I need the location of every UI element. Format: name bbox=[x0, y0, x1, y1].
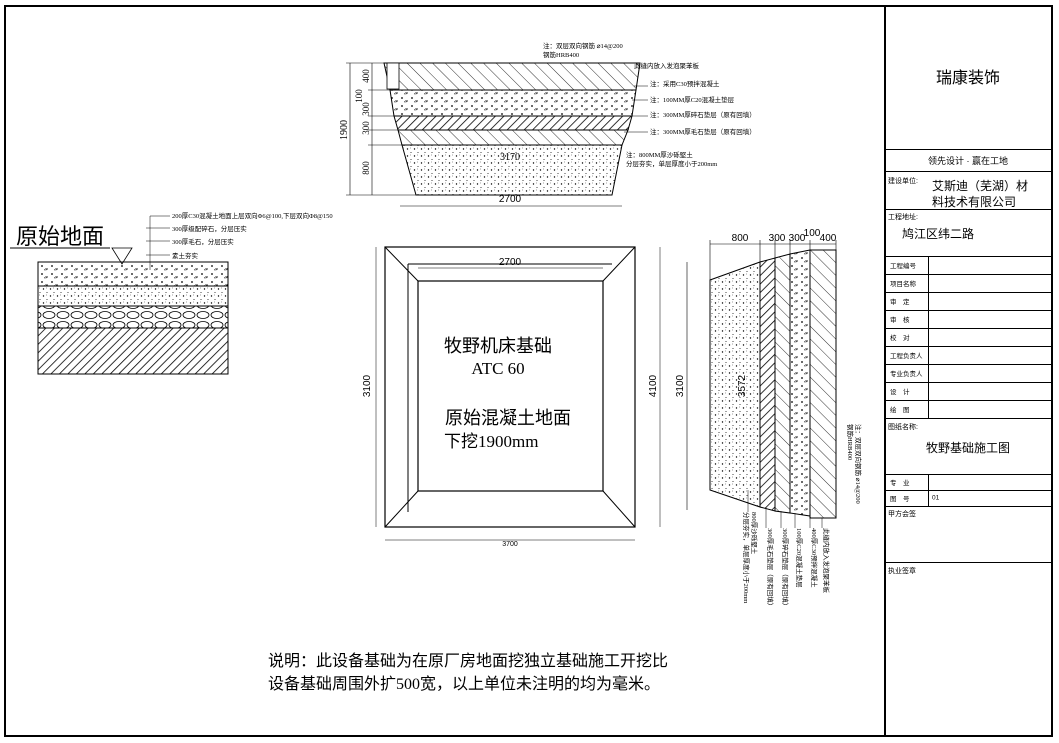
top-dim-2: 100 bbox=[354, 89, 364, 103]
drawing-name: 牧野基础施工图 bbox=[925, 441, 1010, 455]
top-width: 2700 bbox=[499, 194, 522, 205]
row-7: 设 计 bbox=[884, 382, 1052, 401]
top-note-8: 分层夯实，单层厚度小于200mm bbox=[626, 159, 717, 168]
side-note-4: 100厚C20混凝土垫层 bbox=[795, 528, 804, 588]
og-note-2: 300厚毛石，分层压实 bbox=[172, 237, 234, 246]
sheet-border bbox=[4, 5, 1053, 737]
row-6: 专业负责人 bbox=[884, 364, 1052, 383]
company-name: 瑞康装饰 bbox=[935, 70, 1000, 87]
og-note-3: 素土夯实 bbox=[172, 251, 199, 260]
top-dim-3: 300 bbox=[361, 102, 371, 116]
og-note-1: 300厚级配碎石，分层压实 bbox=[172, 224, 247, 233]
client-name-2: 料技术有限公司 bbox=[932, 195, 1017, 209]
side-dim-1: 300 bbox=[769, 233, 786, 244]
top-note-0: 注：双层双向钢筋 ⌀14@200 bbox=[543, 41, 623, 50]
description-line-2: 设备基础周围外扩500宽，以上单位未注明的均为毫米。 bbox=[268, 674, 660, 693]
side-note-3: 300厚碎石垫层（原有回填） bbox=[781, 528, 790, 609]
plan-left-height: 3100 bbox=[362, 374, 373, 397]
row-5: 工程负责人 bbox=[884, 346, 1052, 365]
plan-outer-width: 3700 bbox=[502, 541, 518, 548]
party-a-sign: 甲方会签 bbox=[888, 511, 916, 518]
side-dim-3: 100 bbox=[804, 228, 821, 239]
plan-label-2: ATC 60 bbox=[471, 359, 524, 378]
description-line-1: 说明：此设备基础为在原厂房地面挖独立基础施工开挖比 bbox=[268, 652, 668, 670]
client-cell: 建设单位: 艾斯迪（芜湖）材 料技术有限公司 bbox=[884, 171, 1052, 210]
top-note-2: 此缝内放入发泡聚苯板 bbox=[634, 61, 700, 70]
top-note-6: 注：300MM厚毛石垫层（原有回填） bbox=[650, 127, 756, 136]
side-note-0: 800厚沙砾堅土 bbox=[750, 512, 759, 555]
client-label: 建设单位: bbox=[888, 178, 918, 185]
row-4: 校 对 bbox=[884, 328, 1052, 347]
side-note-1: 分层夯实，单层厚度小于200mm bbox=[742, 512, 751, 603]
top-dim-5: 800 bbox=[361, 161, 371, 175]
side-section: 800 300 300 100 400 3100 3572 800厚沙砾堅土 分… bbox=[675, 228, 863, 609]
top-bottom-width: 3170 bbox=[500, 152, 520, 163]
plan-view: 2700 3700 3100 4100 牧野机床基础 ATC 60 原始混凝土地… bbox=[362, 246, 661, 548]
client-name-1: 艾斯迪（芜湖）材 bbox=[932, 179, 1029, 193]
top-note-3: 注：采用C30预拌混凝土 bbox=[650, 79, 720, 88]
drawing-name-cell: 图纸名称: 牧野基础施工图 bbox=[884, 418, 1052, 475]
side-note-2: 300厚毛石垫层（原有回填） bbox=[766, 528, 775, 609]
company-cell: 瑞康装饰 bbox=[884, 6, 1052, 150]
top-note-7: 注：800MM厚沙砾堅土 bbox=[626, 150, 693, 159]
side-note-7: 注：双层双向钢筋 ⌀14@200 bbox=[854, 424, 863, 504]
specialty-row: 专 业 bbox=[884, 474, 1052, 491]
original-ground-title: 原始地面 bbox=[16, 224, 104, 249]
side-dim-4: 400 bbox=[820, 233, 837, 244]
top-note-1: 钢筋HRB400 bbox=[543, 50, 579, 59]
plan-label-4: 下挖1900mm bbox=[444, 432, 538, 451]
top-total-depth: 1900 bbox=[339, 120, 350, 140]
side-dim-0: 800 bbox=[732, 233, 749, 244]
drawing-name-label: 图纸名称: bbox=[888, 424, 918, 431]
top-dim-4: 300 bbox=[361, 121, 371, 135]
row-3: 审 核 bbox=[884, 310, 1052, 329]
plan-outer-height: 4100 bbox=[648, 374, 659, 397]
address-label: 工程地址: bbox=[888, 214, 918, 221]
side-note-8: 钢筋HRB400 bbox=[846, 424, 855, 460]
address: 鸠江区纬二路 bbox=[902, 227, 975, 241]
practice-sign: 执业签章 bbox=[888, 568, 916, 575]
plan-inner-width: 2700 bbox=[499, 257, 522, 268]
side-note-6: 此缝内放入发泡聚苯板 bbox=[822, 528, 831, 594]
slogan-cell: 领先设计 · 赢在工地 bbox=[884, 149, 1052, 172]
top-dim-1: 400 bbox=[361, 69, 371, 83]
side-note-5: 400厚C30预拌混凝土 bbox=[810, 528, 819, 588]
drawing-no-row: 图 号 01 bbox=[884, 490, 1052, 507]
original-ground-section: 原始地面 200厚C30混凝土地面上层双向Φ6@100,下层双向Φ8@150 3… bbox=[10, 211, 333, 375]
top-section: 1900 400 100 300 300 800 3170 2700 注：双层双… bbox=[339, 41, 756, 207]
plan-label-1: 牧野机床基础 bbox=[444, 336, 552, 356]
top-note-5: 注：300MM厚碎石垫层（原有回填） bbox=[650, 110, 756, 119]
row-1: 项目名称 bbox=[884, 274, 1052, 293]
title-block: 瑞康装饰 领先设计 · 赢在工地 建设单位: 艾斯迪（芜湖）材 料技术有限公司 … bbox=[884, 6, 1052, 736]
og-note-0: 200厚C30混凝土地面上层双向Φ6@100,下层双向Φ8@150 bbox=[172, 211, 333, 220]
party-a-cell: 甲方会签 bbox=[884, 506, 1052, 563]
side-left-height: 3100 bbox=[675, 374, 686, 397]
plan-label-3: 原始混凝土地面 bbox=[445, 408, 571, 428]
side-dim-2: 300 bbox=[789, 233, 806, 244]
row-0: 工程编号 bbox=[884, 256, 1052, 275]
row-2: 审 定 bbox=[884, 292, 1052, 311]
row-8: 绘 图 bbox=[884, 400, 1052, 419]
top-note-4: 注：100MM厚C20混凝土垫层 bbox=[650, 95, 735, 104]
side-slope-length: 3572 bbox=[737, 374, 748, 397]
address-cell: 工程地址: 鸠江区纬二路 bbox=[884, 209, 1052, 257]
slogan: 领先设计 · 赢在工地 bbox=[928, 156, 1008, 166]
